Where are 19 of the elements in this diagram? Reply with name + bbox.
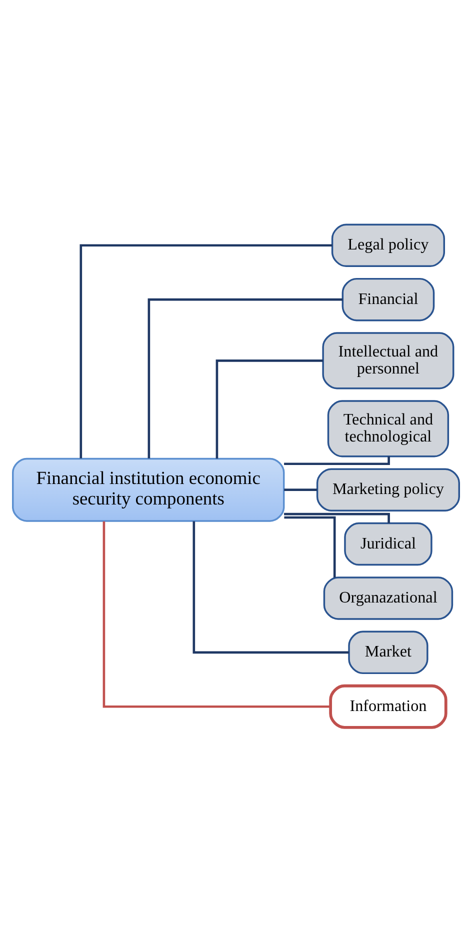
connector: [284, 512, 390, 524]
connector: [192, 521, 349, 654]
node-box: Financial institution economic security components: [12, 458, 285, 522]
node-box: Financial: [342, 278, 435, 322]
connector: [284, 488, 318, 491]
node-box: Intellectual and personnel: [322, 332, 454, 390]
node-box: Information: [329, 684, 448, 729]
connector: [284, 456, 390, 466]
connector: [80, 244, 332, 458]
node-box: Legal policy: [331, 224, 445, 267]
node-box: Marketing policy: [316, 468, 460, 512]
connector: [216, 360, 323, 459]
connector: [102, 521, 330, 708]
connector: [148, 298, 343, 458]
node-box: Organazational: [323, 576, 454, 620]
node-box: Juridical: [344, 522, 432, 566]
node-box: Market: [348, 630, 428, 674]
node-box: Technical and technological: [327, 400, 450, 458]
connector: [284, 516, 336, 578]
